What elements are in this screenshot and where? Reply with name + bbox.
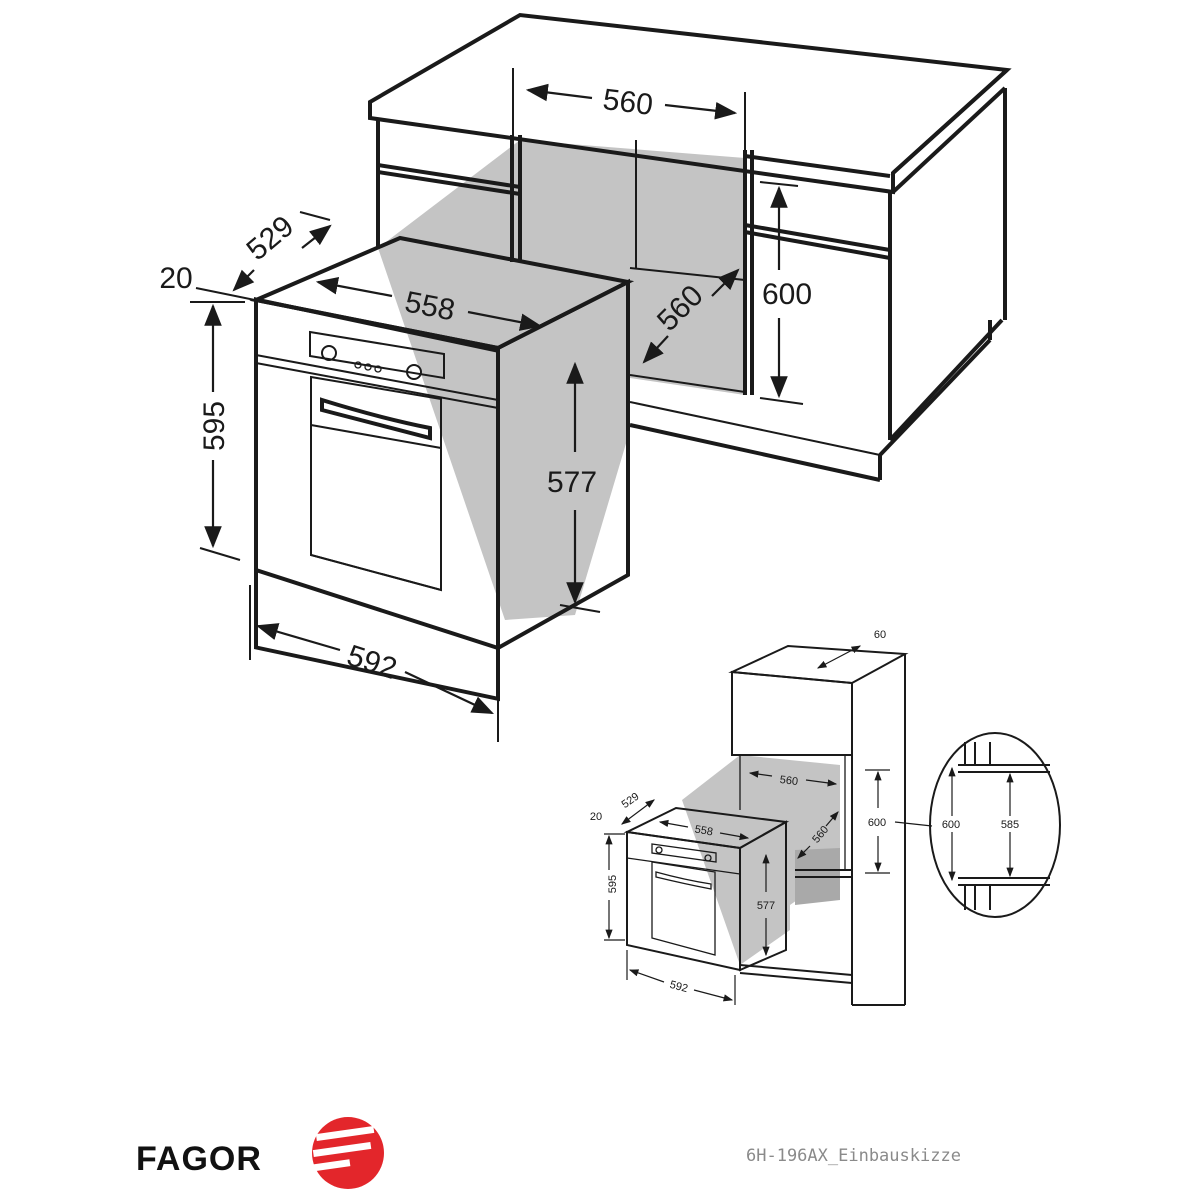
- small-dim-front-height: 595: [607, 875, 619, 893]
- drawing-caption: 6H-196AX_Einbauskizze: [746, 1146, 961, 1166]
- niche-shadow: [378, 140, 745, 620]
- dim-body-height: 577: [547, 466, 597, 499]
- small-oven-front: [626, 830, 741, 972]
- small-dim-front-width: 592: [668, 979, 689, 995]
- small-dim-front-offset: 20: [590, 811, 602, 823]
- small-dim-rear-gap: 60: [874, 629, 886, 641]
- dim-front-height: 595: [198, 401, 231, 451]
- cabinet-group: [368, 12, 1012, 620]
- dim-oven-depth: 529: [241, 210, 301, 267]
- door-handle: [320, 397, 432, 441]
- fagor-logo-icon: [309, 1117, 384, 1189]
- small-dim-oven-depth: 529: [620, 791, 642, 811]
- detail-dim-inner-height: 585: [1001, 819, 1019, 831]
- small-dim-body-width: 558: [694, 823, 714, 838]
- detail-dim-outer-height: 600: [942, 819, 960, 831]
- tall-unit-group: [623, 644, 909, 1006]
- footer: FAGOR 6H-196AX_Einbauskizze: [136, 1117, 961, 1189]
- oven-group: [249, 235, 635, 702]
- dim-niche-width: 560: [601, 83, 655, 122]
- detail-circle: 600 585: [929, 732, 1061, 918]
- dim-niche-height: 600: [762, 278, 812, 311]
- left-knob-icon: [321, 345, 337, 361]
- small-dim-niche-width: 560: [779, 774, 799, 788]
- dim-front-offset: 20: [159, 262, 192, 295]
- right-knob-icon: [406, 364, 422, 380]
- brand-name: FAGOR: [136, 1140, 262, 1178]
- small-dim-niche-height: 600: [868, 817, 886, 829]
- control-panel: [309, 330, 445, 380]
- door-window: [310, 423, 442, 592]
- oven-door: [310, 375, 442, 592]
- tall-niche-shadow: [682, 755, 840, 965]
- dim-front-width: 592: [343, 639, 401, 686]
- small-dim-body-height: 577: [757, 900, 775, 912]
